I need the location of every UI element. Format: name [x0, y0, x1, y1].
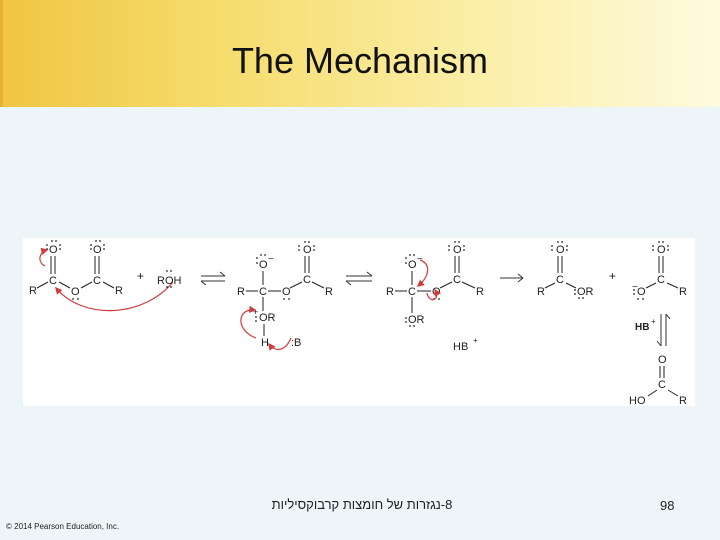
atom-o-carbonyl-4: O: [453, 244, 462, 256]
atom-o-carbonyl-3: O: [303, 244, 312, 256]
atom-r-6: R: [476, 286, 484, 298]
ester-bonds: [544, 256, 577, 289]
lone-pairs-3: [405, 241, 465, 327]
atom-o-carbonyl-5: O: [556, 244, 565, 256]
carboxylic-acid-bonds: [647, 366, 679, 397]
atom-r-4: R: [325, 286, 333, 298]
curved-arrow-1: [39, 247, 49, 267]
atom-c-7: C: [556, 274, 564, 286]
page-number: 98: [660, 498, 675, 513]
atom-oplus: OR: [259, 312, 276, 324]
tetrahedral-intermediate-1: O − R C O C O R OR + H :B: [237, 244, 333, 349]
equilibrium-arrow-1: [200, 271, 226, 286]
atom-o-alkoxide-2: O: [408, 259, 417, 271]
negative-charge-1: −: [268, 254, 274, 265]
curved-arrow-6: [426, 288, 442, 301]
protonated-base-charge-2: +: [651, 317, 656, 326]
atom-r-1: R: [29, 285, 37, 297]
plus-sign-2: +: [609, 269, 616, 283]
title-banner-edge: [0, 0, 3, 107]
atom-o-bridge: O: [71, 286, 80, 298]
intermediate-2-bonds: [395, 256, 476, 313]
lone-pairs-2: [255, 241, 315, 322]
atom-o-carboxylate: O: [637, 286, 646, 298]
curved-arrow-5: [416, 259, 429, 287]
atom-c-4: C: [303, 274, 311, 286]
ester-product: O C R OR: [537, 244, 594, 298]
negative-charge-2: −: [417, 254, 423, 265]
atom-r-7: R: [537, 286, 545, 298]
anhydride-bonds: [36, 256, 115, 289]
atom-r-8: R: [679, 286, 687, 298]
carboxylate-bonds: [645, 256, 679, 289]
atom-c-3: C: [259, 286, 267, 298]
atom-c-2: C: [93, 275, 101, 287]
atom-or-1: OR: [408, 314, 425, 326]
atom-o-carbonyl-6: O: [657, 244, 666, 256]
lone-pairs-5: [633, 241, 669, 300]
positive-charge-1: +: [253, 307, 258, 317]
atom-c-8: C: [657, 274, 665, 286]
protonated-base-charge: +: [473, 336, 478, 345]
atom-h: H: [261, 337, 269, 349]
equilibrium-arrow-2: [345, 271, 373, 286]
atom-c-6: C: [453, 274, 461, 286]
equilibrium-arrow-vertical: [656, 313, 671, 347]
mechanism-panel: O C R O C O R + ROH O − R C O: [23, 238, 695, 407]
atom-o-carbonyl-7: O: [658, 354, 667, 366]
protonated-base-label-2: HB: [635, 322, 649, 333]
footer-text: 8-נגזרות של חומצות קרבוקסיליות: [271, 497, 453, 512]
atom-o-bridge-2: O: [282, 286, 291, 298]
lone-pairs-4: [551, 241, 584, 299]
atom-r-2: R: [115, 285, 123, 297]
atom-r-3: R: [237, 286, 245, 298]
atom-or-2: OR: [577, 286, 594, 298]
copyright-notice: © 2014 Pearson Education, Inc.: [6, 522, 120, 531]
curved-arrow-4: [268, 337, 292, 351]
forward-arrow: [500, 273, 524, 283]
alcohol-label: ROH: [157, 275, 182, 287]
plus-sign-1: +: [137, 269, 144, 283]
atom-ho: HO: [629, 395, 646, 406]
carboxylate-product: O C O − R: [632, 244, 687, 298]
atom-c-5: C: [408, 286, 416, 298]
mechanism-diagram: O C R O C O R + ROH O − R C O: [29, 240, 687, 407]
curved-arrow-3: [240, 305, 257, 339]
atom-o-carbonyl-1: O: [49, 244, 58, 256]
atom-r-5: R: [386, 286, 394, 298]
slide-title: The Mechanism: [231, 40, 489, 81]
carboxylic-acid-product: O C HO R: [629, 354, 687, 407]
lone-pairs-1: [46, 240, 105, 300]
base-label: :B: [291, 337, 301, 349]
atom-o-alkoxide-1: O: [259, 259, 268, 271]
protonated-base-label: HB: [453, 341, 468, 353]
curved-arrow-2: [55, 281, 174, 312]
negative-charge-3: −: [632, 282, 638, 293]
atom-o-carbonyl-2: O: [93, 244, 102, 256]
atom-r-9: R: [679, 395, 687, 406]
protonation-step: HB +: [635, 317, 656, 333]
lone-pairs-alcohol: [166, 270, 172, 288]
atom-c-1: C: [49, 275, 57, 287]
anhydride-molecule: O C R O C O R: [29, 244, 123, 298]
atom-c-9: C: [658, 379, 666, 391]
title-banner: [0, 0, 720, 107]
intermediate-1-bonds: [246, 256, 325, 336]
